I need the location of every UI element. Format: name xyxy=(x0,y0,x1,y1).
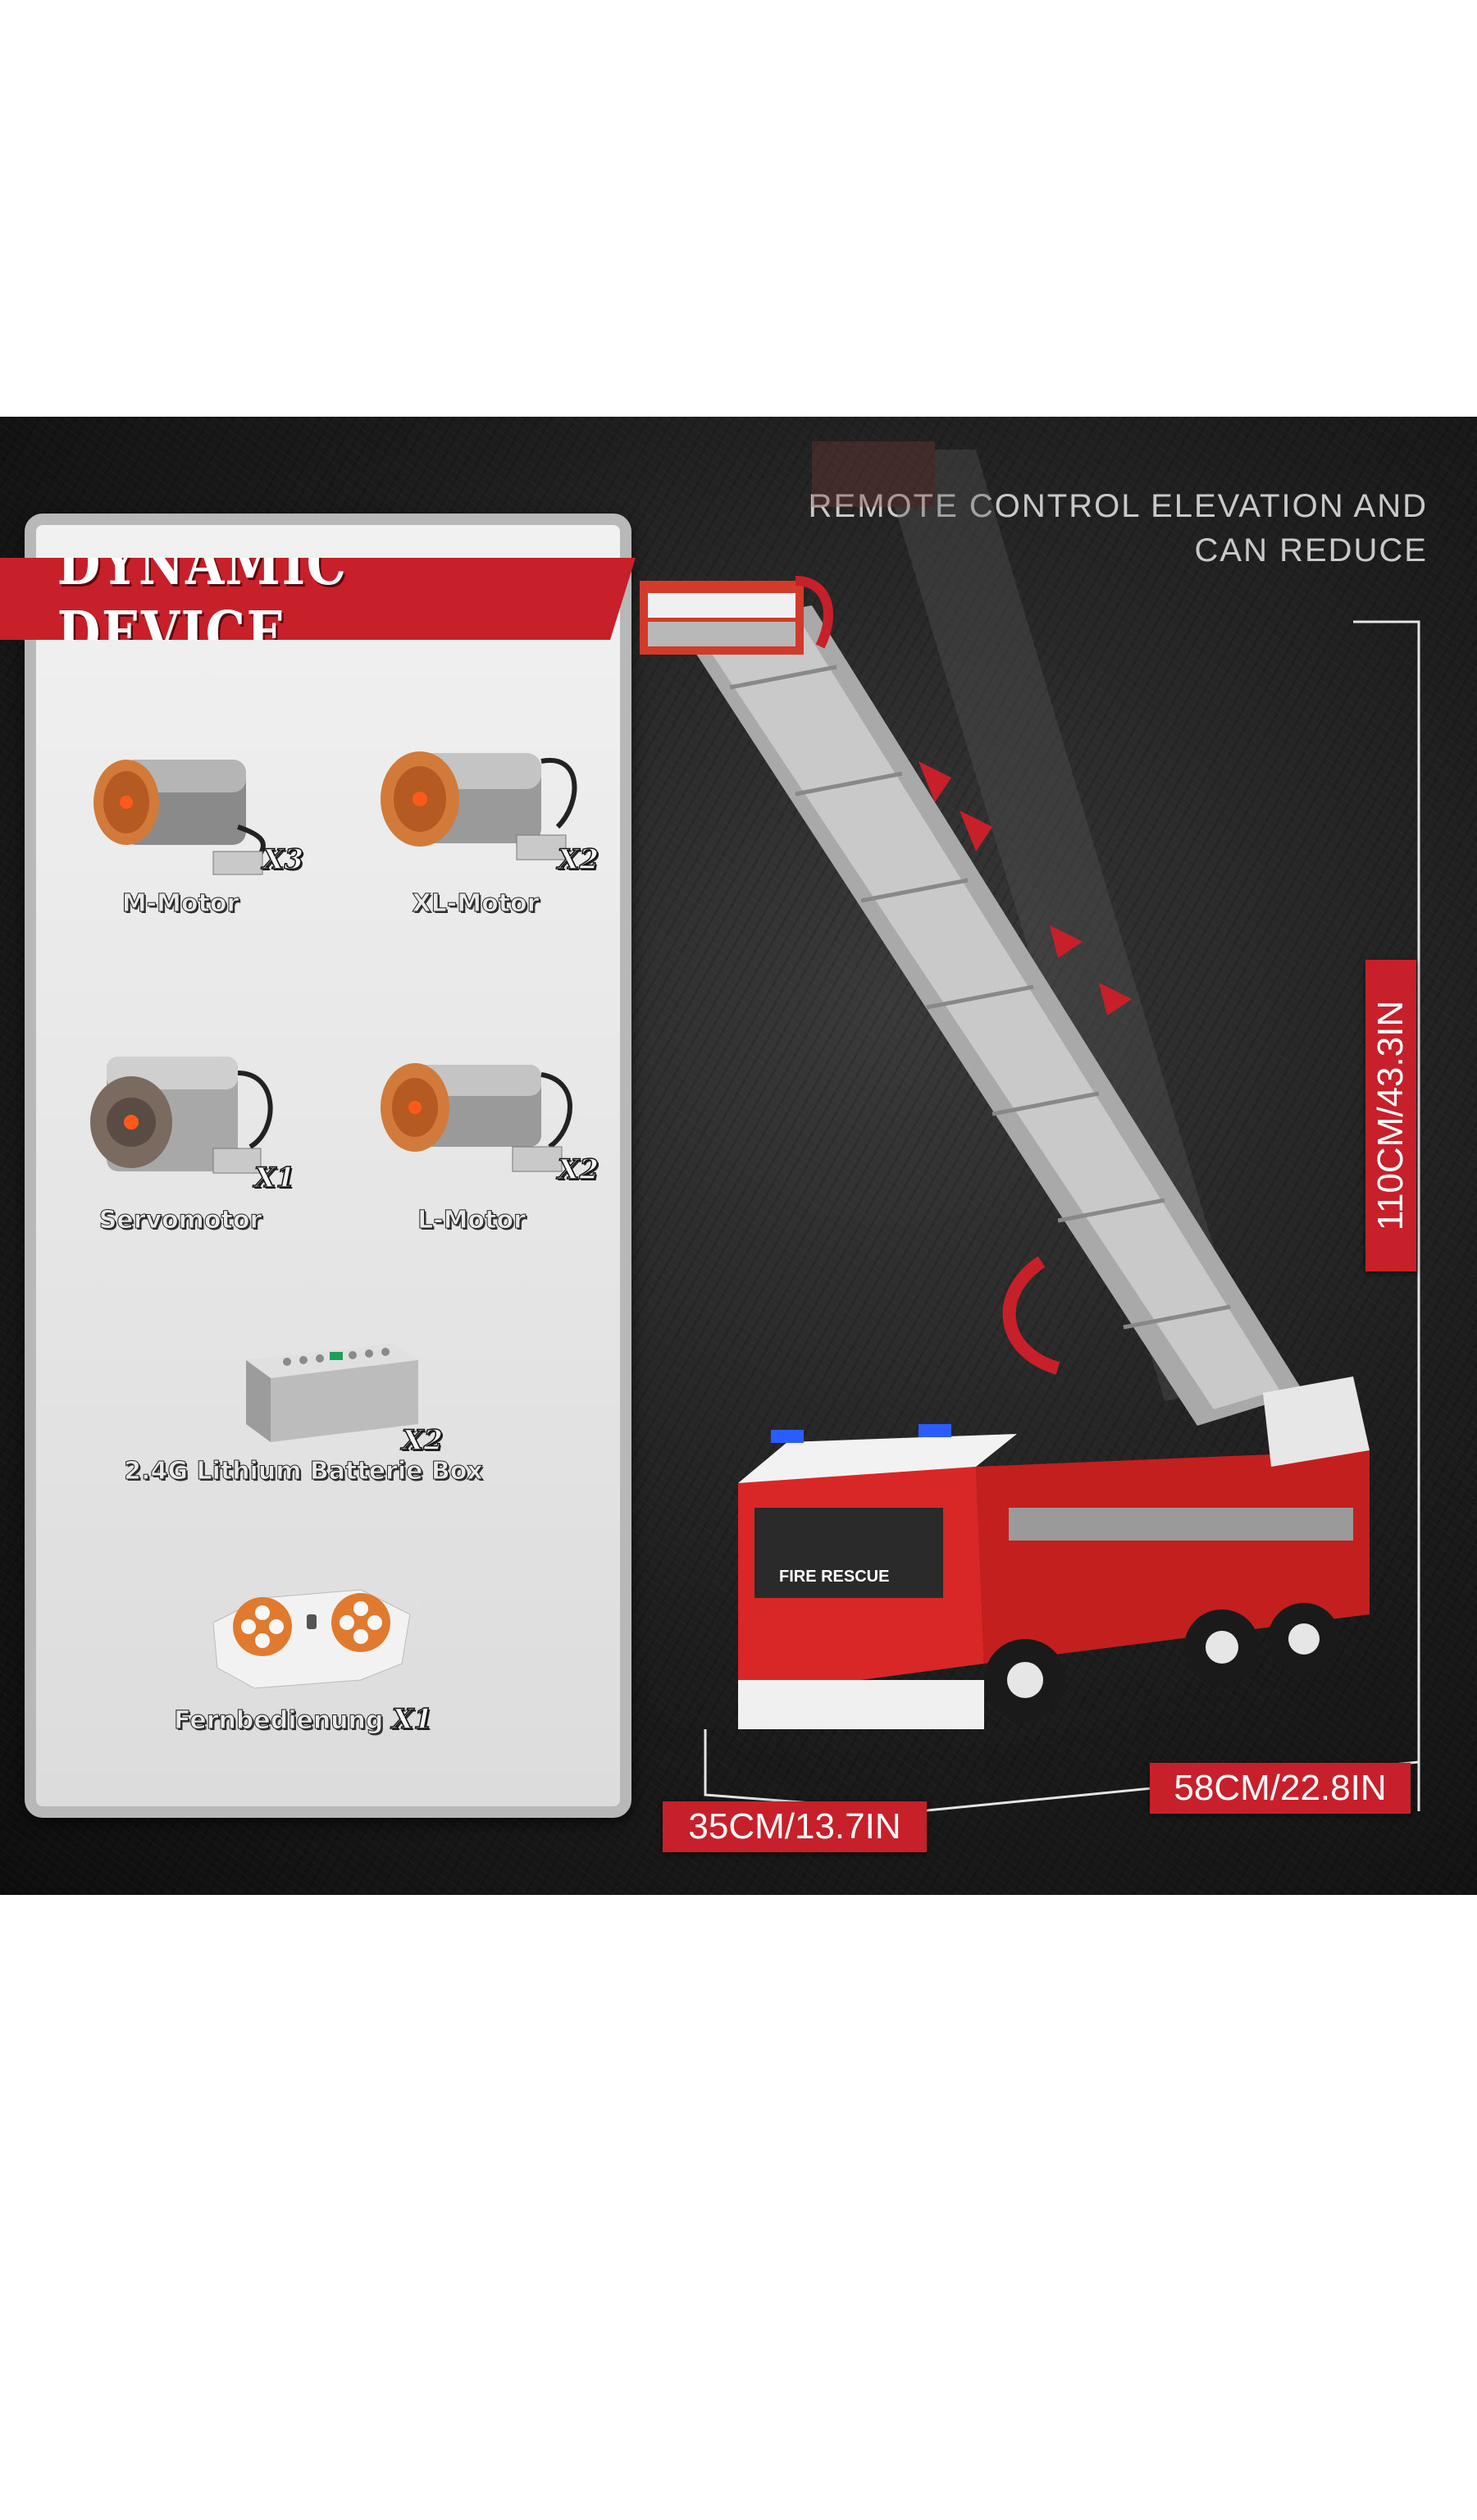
l-motor-icon xyxy=(381,1063,572,1172)
servomotor-icon xyxy=(90,1057,273,1174)
headline-line-1: REMOTE CONTROL ELEVATION AND xyxy=(808,488,1428,524)
panel-title: DYNAMIC DEVICE xyxy=(57,528,348,669)
fire-truck-illustration: FIRE RESCUE xyxy=(640,441,1420,1813)
servomotor-label: Servomotor xyxy=(98,1206,262,1235)
m-motor-icon xyxy=(93,760,266,875)
height-dimension-badge: 110CM/43.3IN xyxy=(1365,960,1416,1271)
product-stage: DYNAMIC DEVICE X3 M-Motor X2 XL-Motor xyxy=(0,417,1477,1895)
servomotor-qty: X1 xyxy=(253,1161,296,1195)
fire-truck: FIRE RESCUE xyxy=(738,1376,1370,1729)
xl-motor-label: XL-Motor xyxy=(412,889,540,919)
feature-headline: REMOTE CONTROL ELEVATION AND CAN REDUCE xyxy=(809,484,1428,573)
component-remote-control: Fernbedienung X1 xyxy=(123,1565,484,1754)
battery-box-icon xyxy=(246,1344,418,1442)
dynamic-device-banner: DYNAMIC DEVICE xyxy=(0,558,636,640)
remote-control-label: Fernbedienung X1 xyxy=(174,1702,434,1737)
component-servomotor: X1 Servomotor xyxy=(49,1040,312,1235)
m-motor-label: M-Motor xyxy=(121,889,239,919)
main-ladder xyxy=(681,605,1304,1426)
rotate-arrows xyxy=(1002,1256,1060,1375)
width-dimension-badge: 35CM/13.7IN xyxy=(663,1801,927,1852)
remote-control-icon xyxy=(212,1589,411,1689)
l-motor-qty: X2 xyxy=(557,1153,599,1187)
xl-motor-qty: X2 xyxy=(557,842,599,877)
headline-line-2: CAN REDUCE xyxy=(1194,532,1428,568)
battery-box-label: 2.4G Lithium Batterie Box xyxy=(124,1457,484,1486)
component-xl-motor: X2 XL-Motor xyxy=(344,728,607,919)
extend-arrows xyxy=(919,761,1132,1016)
component-m-motor: X3 M-Motor xyxy=(57,728,304,919)
battery-box-qty: X2 xyxy=(401,1423,444,1458)
length-dimension-badge: 58CM/22.8IN xyxy=(1150,1763,1411,1814)
truck-side-text: FIRE RESCUE xyxy=(779,1568,889,1586)
l-motor-label: L-Motor xyxy=(417,1206,527,1235)
m-motor-qty: X3 xyxy=(262,842,304,877)
remote-control-qty: X1 xyxy=(391,1702,434,1737)
component-battery-box: X2 2.4G Lithium Batterie Box xyxy=(115,1327,492,1491)
xl-motor-icon xyxy=(381,751,577,861)
rescue-basket xyxy=(640,576,833,655)
component-l-motor: X2 L-Motor xyxy=(336,1040,607,1235)
